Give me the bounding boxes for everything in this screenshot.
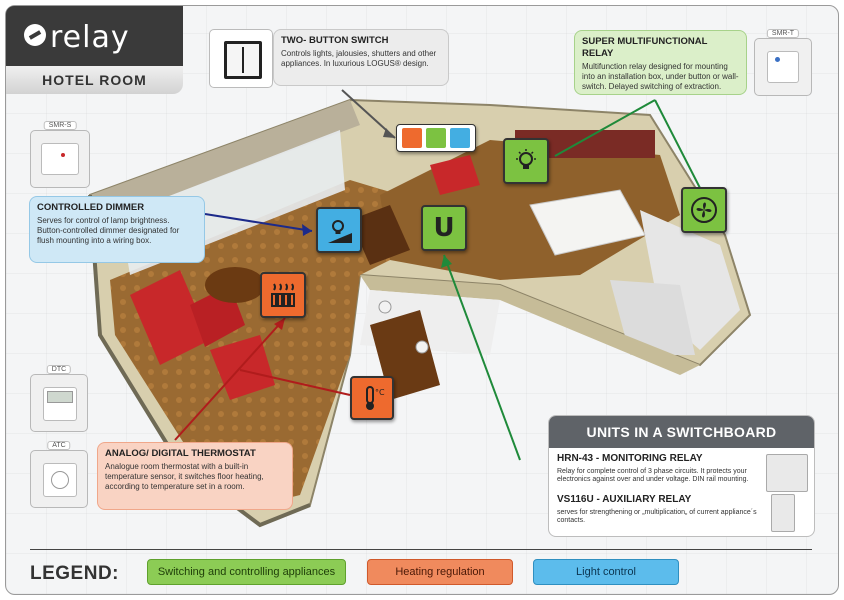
page-title: HOTEL ROOM	[6, 66, 183, 94]
legend-item-heating: Heating regulation	[367, 559, 513, 585]
switchboard-title: UNITS IN A SWITCHBOARD	[549, 416, 814, 448]
super-relay-callout: SUPER MULTIFUNCTIONAL RELAY Multifunctio…	[574, 30, 747, 95]
logo-text: relay	[50, 20, 130, 55]
callout-text: Controls lights, jalousies, shutters and…	[281, 48, 437, 68]
relay-logo-icon	[24, 24, 46, 46]
dtc-device: DTC	[30, 365, 88, 432]
thermostat-callout: ANALOG/ DIGITAL THERMOSTAT Analogue room…	[97, 442, 293, 510]
logo-box: relay	[6, 6, 183, 72]
legend-title: LEGEND:	[30, 563, 119, 584]
callout-text: Multifunction relay designed for mountin…	[582, 61, 739, 91]
switchboard-item-vs116u: VS116U - AUXILIARY RELAY serves for stre…	[557, 494, 757, 526]
heating-icon	[402, 128, 422, 148]
item-text: Relay for complete control of 3 phase ci…	[557, 467, 749, 484]
fan-icon	[681, 187, 727, 233]
light-bulb-icon	[503, 138, 549, 184]
u-relay-icon: U	[421, 205, 467, 251]
heating-icon	[260, 272, 306, 318]
legend-item-light: Light control	[533, 559, 679, 585]
callout-title: SUPER MULTIFUNCTIONAL RELAY	[582, 36, 708, 59]
item-title: VS116U - AUXILIARY RELAY	[557, 494, 692, 505]
item-text: serves for strengthening or „multiplicat…	[557, 508, 757, 525]
device-label: ATC	[47, 441, 71, 450]
callout-text: Analogue room thermostat with a built-in…	[105, 461, 264, 491]
callout-title: ANALOG/ DIGITAL THERMOSTAT	[105, 448, 256, 459]
atc-device: ATC	[30, 441, 88, 508]
legend-divider	[30, 549, 812, 550]
smr-t-device: SMR-T	[754, 29, 812, 96]
item-title: HRN-43 - MONITORING RELAY	[557, 453, 703, 464]
device-label: DTC	[46, 365, 72, 374]
light-bulb-icon	[450, 128, 470, 148]
two-button-switch-callout: TWO- BUTTON SWITCH Controls lights, jalo…	[273, 29, 449, 86]
device-label: SMR-T	[766, 29, 800, 38]
controlled-dimmer-callout: CONTROLLED DIMMER Serves for control of …	[29, 196, 205, 263]
fan-icon	[426, 128, 446, 148]
hrn43-device-image	[766, 454, 808, 492]
device-label: SMR-S	[43, 121, 77, 130]
legend-item-switching: Switching and controlling appliances	[147, 559, 346, 585]
switchboard-panel: UNITS IN A SWITCHBOARD HRN-43 - MONITORI…	[548, 415, 815, 537]
switchboard-item-hrn43: HRN-43 - MONITORING RELAY Relay for comp…	[557, 453, 757, 485]
svg-text:°C: °C	[375, 388, 385, 397]
button-switch-icon-group	[396, 124, 476, 152]
callout-title: CONTROLLED DIMMER	[37, 202, 145, 213]
callout-text: Serves for control of lamp brightness. B…	[37, 215, 180, 245]
thermometer-icon: °C	[350, 376, 394, 420]
vs116u-device-image	[771, 494, 795, 532]
dimmer-icon	[316, 207, 362, 253]
smr-s-device: SMR-S	[30, 121, 90, 188]
callout-title: TWO- BUTTON SWITCH	[281, 35, 389, 46]
two-button-switch-image	[209, 29, 273, 88]
